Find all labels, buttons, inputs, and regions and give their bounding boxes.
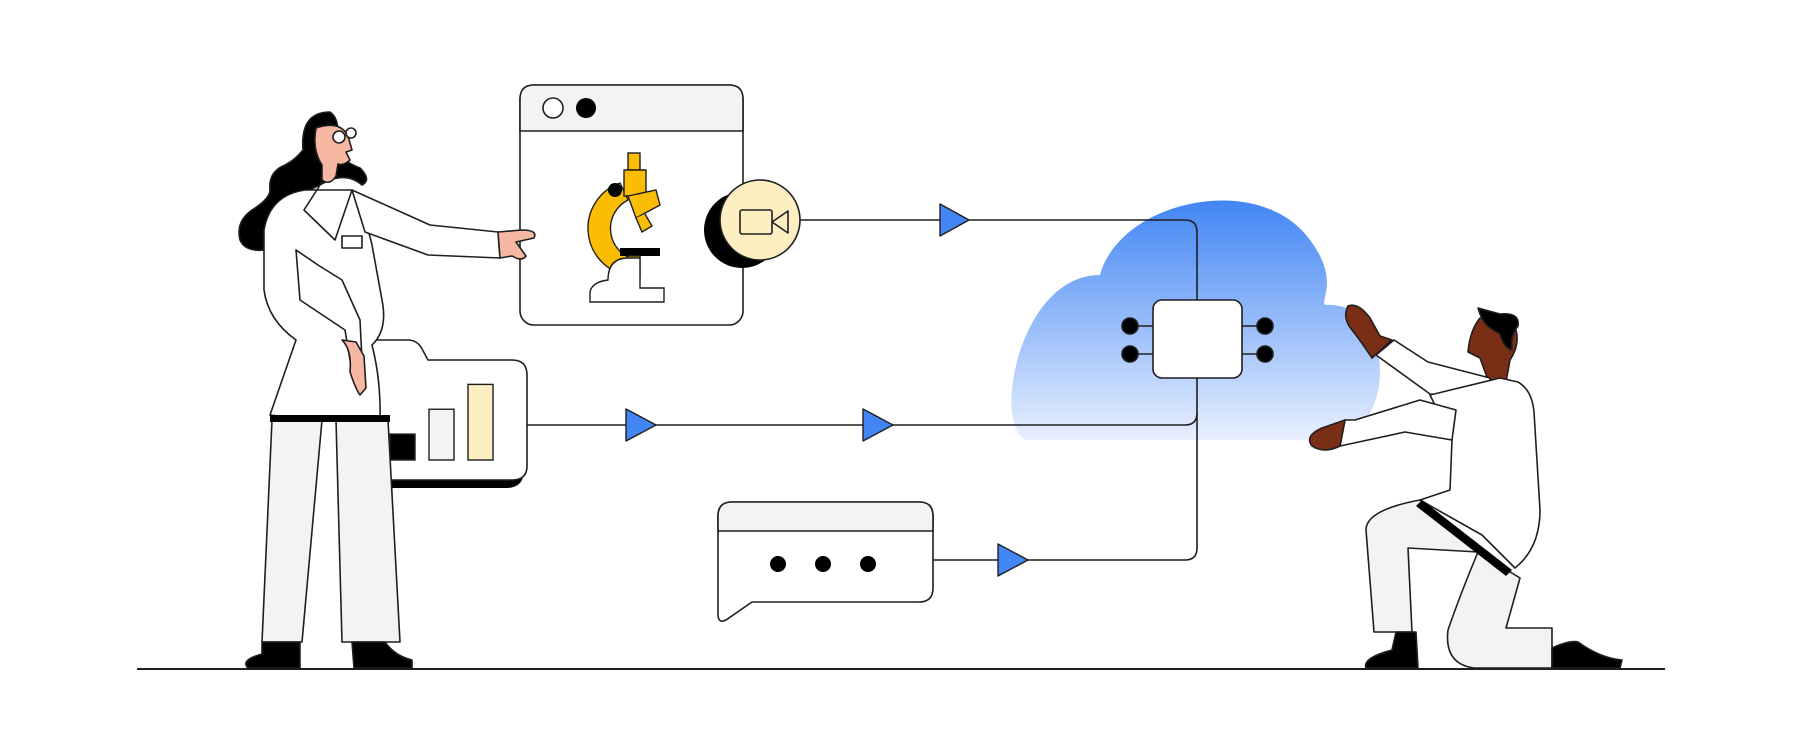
window-dot-icon	[542, 97, 564, 119]
window-dot-icon	[576, 98, 596, 118]
badge-icon	[341, 235, 363, 249]
hand-left	[497, 229, 536, 260]
hair	[1477, 307, 1519, 351]
chip-icon	[1121, 299, 1274, 379]
shoe-icon	[1364, 631, 1419, 669]
belt	[270, 415, 390, 422]
pants	[1365, 499, 1479, 633]
play-arrow-icon	[862, 408, 894, 442]
shoe-icon	[351, 641, 413, 669]
pants	[335, 419, 401, 643]
folder-chart-bar	[467, 383, 494, 461]
play-arrow-icon	[625, 408, 657, 442]
coat-lapel	[303, 181, 353, 241]
browser-window	[519, 84, 744, 326]
connector-video-to-chip	[800, 219, 1198, 300]
scientist-standing-figure	[238, 111, 536, 669]
coat-sleeve	[351, 189, 501, 259]
video-camera-icon	[739, 209, 789, 235]
folder-bar-chart-icon	[352, 339, 528, 488]
shoe-icon	[1551, 640, 1623, 669]
coat-arm-up	[1375, 339, 1491, 399]
play-arrow-icon	[939, 203, 970, 237]
folder-chart-bar	[428, 408, 455, 461]
chat-dot-icon	[770, 556, 786, 572]
microscope-icon	[587, 152, 665, 303]
pants	[261, 419, 323, 643]
hand-down	[341, 339, 367, 396]
play-arrow-icon	[997, 543, 1029, 577]
folder-chart-bar	[389, 433, 416, 461]
video-camera-badge	[704, 179, 801, 268]
flow-arrows	[625, 203, 1029, 577]
glasses-icon	[332, 127, 357, 144]
shoe-icon	[245, 641, 301, 669]
scientist-kneeling-figure	[1308, 304, 1623, 669]
flow-connectors	[527, 219, 1198, 561]
chat-dot-icon	[815, 556, 831, 572]
connector-chat-to-chip	[933, 413, 1198, 561]
pants	[1446, 551, 1553, 669]
hand-out	[1308, 419, 1346, 451]
hand-raised	[1344, 304, 1393, 359]
chat-bubble-icon	[717, 501, 934, 622]
chat-dot-icon	[860, 556, 876, 572]
coat-arm-out	[1339, 399, 1457, 447]
belt	[1416, 500, 1512, 576]
